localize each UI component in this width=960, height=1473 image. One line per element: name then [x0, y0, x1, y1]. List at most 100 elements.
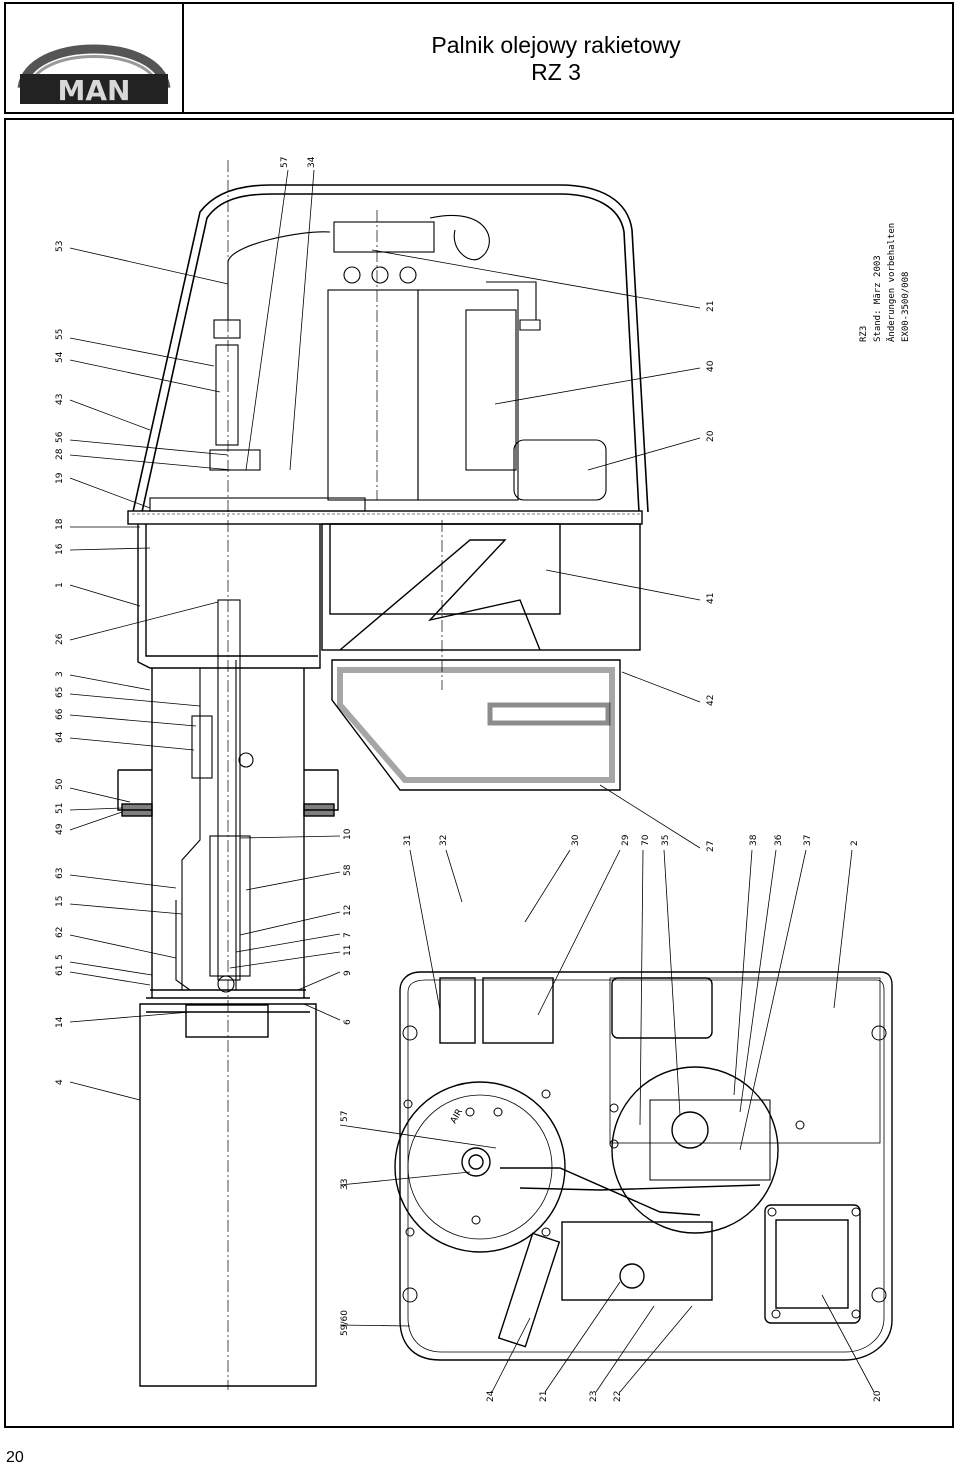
stamp-date: Stand: März 2003 [873, 255, 883, 342]
relay-double [482, 977, 554, 1044]
part-label: 26 [55, 633, 65, 645]
part-label: 43 [55, 394, 65, 405]
relay [439, 977, 476, 1044]
part-label: 50 [55, 778, 65, 790]
part-labels-left: 53 55 54 43 56 28 19 18 16 1 26 3 65 66 … [55, 241, 65, 1085]
part-label: 21 [706, 301, 716, 312]
part-label: 55 [55, 329, 65, 340]
fan-wheel [329, 523, 561, 615]
part-label: 62 [55, 927, 65, 938]
control-unit [561, 1221, 713, 1301]
part-label: 65 [55, 687, 65, 698]
burner-hood [132, 184, 649, 513]
part-labels-bottom: 24 21 23 22 20 [486, 1390, 883, 1402]
part-label: 22 [613, 1391, 623, 1402]
part-label: 54 [55, 351, 65, 363]
air-label: AIR [449, 1107, 465, 1125]
part-label: 4 [55, 1079, 65, 1085]
part-label: 36 [774, 834, 784, 846]
nozzle-assembly [175, 599, 254, 993]
part-label: 1 [55, 582, 65, 588]
part-label: 53 [55, 241, 65, 252]
part-label: 37 [803, 835, 813, 846]
connector [343, 266, 361, 284]
part-label: 59/60 [340, 1310, 350, 1336]
motor-housing [327, 289, 419, 501]
connector [371, 266, 389, 284]
part-label: 56 [55, 431, 65, 443]
part-label: 20 [706, 430, 716, 442]
air-damper-housing [331, 659, 621, 791]
pump-housing [417, 289, 519, 501]
part-label: 14 [55, 1016, 65, 1028]
part-labels-right: 21 40 20 41 42 30 29 70 35 27 38 36 37 2 [571, 301, 860, 852]
page-title: Palnik olejowy rakietowy RZ 3 [306, 32, 806, 86]
part-label: 35 [661, 835, 671, 846]
logo-cell: MAN [6, 4, 184, 112]
part-label: 64 [55, 731, 65, 743]
stamp-code: EX00-3500/008 [901, 272, 911, 342]
header-frame: MAN Palnik olejowy rakietowy RZ 3 [4, 2, 954, 114]
svg-text:MAN: MAN [58, 74, 131, 104]
blast-tube [117, 668, 339, 1387]
terminal-block [333, 221, 435, 253]
nozzle-tube-upper [215, 344, 239, 446]
part-label: 18 [55, 518, 65, 530]
drawing-frame [4, 118, 954, 1428]
air-inlet-disc [394, 1081, 566, 1253]
part-label: 38 [749, 834, 759, 846]
part-label: 28 [55, 448, 65, 460]
part-label: 57 [280, 157, 290, 168]
part-label: 2 [850, 840, 860, 846]
part-label: 24 [486, 1390, 496, 1402]
part-label: 3 [55, 671, 65, 677]
part-label: 41 [706, 593, 716, 604]
part-label: 21 [539, 1391, 549, 1402]
part-label: 7 [343, 932, 353, 938]
part-label: 27 [706, 841, 716, 852]
control-panel-plan [394, 971, 893, 1361]
part-label: 16 [55, 543, 65, 555]
page-number: 20 [6, 1449, 24, 1466]
title-line-1: Palnik olejowy rakietowy [431, 32, 681, 58]
part-label: 58 [343, 864, 353, 876]
part-label: 63 [55, 868, 65, 879]
part-label: 32 [439, 835, 449, 846]
part-label: 57 [340, 1111, 350, 1122]
part-labels-center: 57 34 10 58 12 7 11 9 6 57 33 59/60 31 3… [280, 156, 449, 1336]
part-label: 23 [589, 1391, 599, 1402]
mounting-plate [127, 510, 643, 525]
part-label: 10 [343, 828, 353, 840]
part-label: 15 [55, 896, 65, 907]
part-label: 20 [873, 1390, 883, 1402]
part-label: 66 [55, 708, 65, 720]
part-label: 49 [55, 823, 65, 835]
part-label: 70 [641, 834, 651, 846]
part-label: 9 [343, 970, 353, 976]
ignition-transformer [513, 439, 607, 501]
part-label: 29 [621, 834, 631, 846]
stamp-note: Änderungen vorbehalten [886, 223, 897, 342]
part-label: 11 [343, 945, 353, 956]
man-logo: MAN [17, 44, 171, 104]
part-label: 19 [55, 472, 65, 484]
part-label: 34 [307, 156, 317, 168]
flame-tube-head [185, 1004, 269, 1038]
part-label: 51 [55, 803, 65, 814]
part-label: 33 [340, 1179, 350, 1190]
oil-pump-disc [611, 1066, 779, 1234]
part-label: 31 [403, 835, 413, 846]
part-label: 42 [706, 695, 716, 706]
drawing-stamp: RZ3 Stand: März 2003 Änderungen vorbehal… [859, 223, 911, 342]
part-label: 5 [55, 954, 65, 960]
fan-housing [137, 523, 641, 669]
photocell-holder [764, 1204, 861, 1324]
part-label: 12 [343, 905, 353, 916]
burner-drawing: AIR 53 55 54 43 56 28 19 18 16 1 [55, 156, 911, 1402]
connector [399, 266, 417, 284]
part-label: 40 [706, 360, 716, 372]
part-label: 6 [343, 1019, 353, 1025]
part-label: 30 [571, 834, 581, 846]
title-line-2: RZ 3 [531, 59, 581, 85]
part-label: 61 [55, 965, 65, 976]
